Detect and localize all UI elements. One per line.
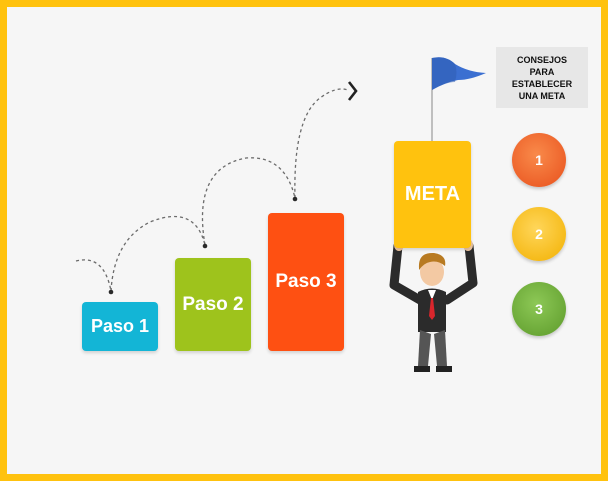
jump-point-2: [202, 243, 208, 249]
step-1-label: Paso 1: [90, 316, 150, 336]
flag-icon: [431, 57, 486, 141]
chevron-right-icon: [347, 81, 358, 101]
tips-title-box: CONSEJOS PARA ESTABLECER UNA META: [496, 47, 588, 108]
step-3-block: Paso 3: [268, 213, 344, 351]
jump-point-1: [108, 289, 114, 295]
jump-point-3: [292, 196, 298, 202]
jump-path-3-goal: [294, 88, 349, 199]
jump-path-2-3: [201, 157, 296, 246]
step-3-label: Paso 3: [275, 271, 337, 292]
tip-number-1: 1: [535, 152, 543, 168]
step-2-label: Paso 2: [182, 293, 244, 315]
tip-circle-3: 3: [512, 282, 566, 336]
step-2-block: Paso 2: [175, 258, 251, 351]
tips-title: CONSEJOS PARA ESTABLECER UNA META: [511, 54, 573, 101]
goal-block: META: [394, 141, 471, 248]
tip-circle-1: 1: [512, 133, 566, 187]
step-1-block: Paso 1: [82, 302, 158, 351]
goal-label: META: [404, 183, 461, 205]
jump-path-start: [75, 259, 112, 292]
businessman-icon: [389, 239, 478, 372]
jump-path-1-2: [110, 215, 206, 292]
tip-circle-2: 2: [512, 207, 566, 261]
tip-number-2: 2: [535, 226, 543, 242]
tip-number-3: 3: [535, 301, 543, 317]
